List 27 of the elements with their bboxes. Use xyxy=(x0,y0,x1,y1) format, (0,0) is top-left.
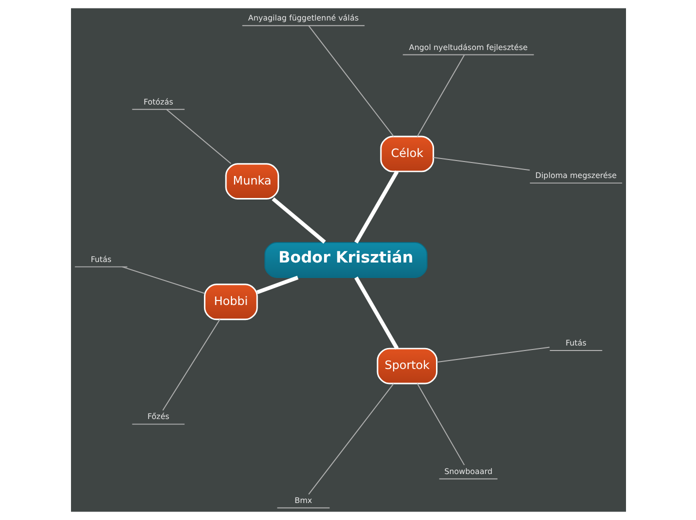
connector xyxy=(354,276,398,350)
connector xyxy=(416,54,464,137)
connector xyxy=(308,25,394,137)
node-text: Főzés xyxy=(146,412,169,422)
node-box: Munka xyxy=(224,163,279,200)
node-text: Angol nyeltudásom fejlesztése xyxy=(408,42,528,52)
node-text: Diploma megszerése xyxy=(534,171,616,180)
node-text: Futás xyxy=(90,254,111,264)
connector xyxy=(271,197,326,244)
connector xyxy=(166,109,231,164)
connector xyxy=(121,266,205,294)
connector xyxy=(308,383,394,495)
connector xyxy=(354,170,398,244)
node-text: Futás xyxy=(565,338,586,348)
node-box: Sportok xyxy=(376,348,437,384)
node-text: Fotózás xyxy=(143,97,173,106)
connector xyxy=(256,276,298,294)
connector xyxy=(432,156,530,171)
node-text: Snowboaard xyxy=(444,466,492,476)
node-box: Bodor Krisztián xyxy=(264,242,427,278)
connector xyxy=(162,318,220,411)
connector xyxy=(416,383,464,466)
node-text: Bmx xyxy=(294,496,312,505)
node-text: Anyagilag függetlenné válás xyxy=(248,14,358,23)
connector xyxy=(436,346,550,363)
node-box: Célok xyxy=(380,136,434,172)
node-box: Hobbi xyxy=(203,284,258,320)
